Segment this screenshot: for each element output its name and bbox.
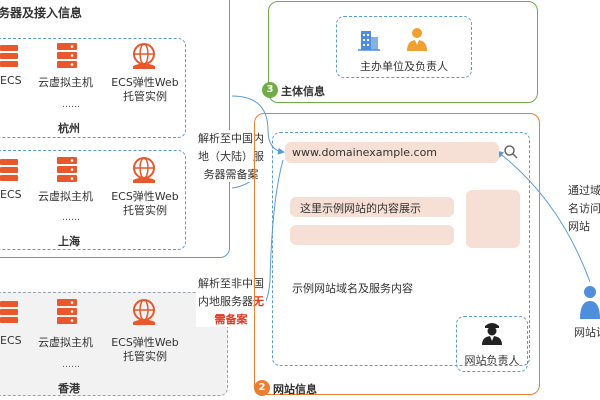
ecs-server-icon: [0, 159, 18, 181]
web-hosting-globe-icon: [133, 157, 155, 183]
shanghai-region-label: 上海: [58, 235, 80, 248]
hk-vhost-label: 云虚拟主机: [38, 336, 93, 349]
visitor-note-line: 名访问: [568, 202, 600, 215]
site-inner-box: [272, 132, 530, 366]
site-info-group: [254, 113, 540, 395]
content-image-placeholder: [466, 190, 520, 248]
sh-web-label-2: 托管实例: [123, 204, 167, 217]
owner-box: [456, 316, 528, 372]
content-bar: [290, 197, 454, 217]
virtual-host-icon: [57, 157, 77, 182]
web-hosting-globe-icon: [133, 43, 155, 69]
overseas-note-line-2: 内地服务器无: [196, 293, 266, 309]
overseas-note-highlight: 需备案: [214, 313, 248, 326]
overseas-note-highlight: 无: [253, 295, 264, 308]
server-access-group: [0, 0, 230, 258]
mainland-note-line: 解析至中国内: [198, 132, 264, 145]
mainland-note-line: 务器需备案: [203, 168, 259, 181]
owner-label: 网站负责人: [464, 354, 520, 367]
virtual-host-icon: [57, 43, 77, 68]
subject-info-group: [268, 1, 538, 103]
site-step-badge: 2: [254, 380, 270, 396]
building-icon: [358, 31, 380, 51]
website-owner-icon: [482, 323, 502, 345]
content-label: 这里示例网站的内容展示: [300, 202, 421, 215]
hz-ecs-label: ECS: [0, 74, 22, 87]
sh-ecs-label: ECS: [0, 188, 22, 201]
hz-vhost-label: 云虚拟主机: [38, 76, 93, 89]
content-bar-empty: [290, 225, 454, 245]
sh-vhost-label: 云虚拟主机: [38, 190, 93, 203]
mainland-dns-arrow: [231, 95, 285, 155]
shanghai-region-box: [0, 150, 186, 250]
visitor-note-line: 网站: [568, 220, 590, 233]
hangzhou-region-label: 杭州: [58, 122, 80, 135]
hz-ellipsis: ……: [62, 100, 80, 110]
hangzhou-region-box: [0, 38, 186, 138]
hk-web-label-2: 托管实例: [123, 350, 167, 363]
visitor-note-line: 通过域: [568, 184, 600, 197]
hongkong-region-box: [0, 292, 228, 396]
subject-label: 主办单位及负责人: [360, 60, 448, 73]
hz-web-label-2: 托管实例: [123, 90, 167, 103]
hk-web-label-1: ECS弹性Web: [111, 336, 179, 349]
visitor-label: 网站访: [574, 326, 600, 339]
mainland-note-line: 地（大陆）服: [198, 150, 264, 163]
search-icon[interactable]: [503, 144, 519, 160]
ecs-server-icon: [0, 45, 18, 67]
site-caption: 示例网站域名及服务内容: [292, 282, 413, 295]
web-hosting-globe-icon: [133, 299, 155, 325]
hongkong-region-label: 香港: [58, 382, 80, 395]
server-group-title: 务器及接入信息: [0, 6, 83, 20]
subject-step-badge: 3: [262, 82, 278, 98]
url-bar[interactable]: [285, 142, 499, 163]
hk-ellipsis: ……: [62, 360, 80, 370]
subject-title: 主体信息: [281, 85, 325, 98]
hk-ecs-label: ECS: [0, 334, 22, 347]
hz-web-label-1: ECS弹性Web: [111, 76, 179, 89]
overseas-note-text: 内地服务器: [198, 295, 253, 308]
overseas-note-line-1: 解析至非中国: [198, 277, 264, 290]
visitor-access-note: 通过域 名访问 网站: [568, 182, 600, 234]
site-title: 网站信息: [273, 383, 317, 396]
ecs-server-icon: [0, 301, 18, 323]
subject-inner-box: [336, 16, 472, 78]
sh-web-label-1: ECS弹性Web: [111, 190, 179, 203]
visitor-access-arrow: [496, 150, 591, 283]
sh-ellipsis: ……: [62, 213, 80, 223]
url-text: www.domainexample.com: [292, 146, 438, 159]
person-icon: [407, 28, 427, 51]
visitor-icon: [580, 286, 600, 319]
virtual-host-icon: [57, 299, 77, 324]
